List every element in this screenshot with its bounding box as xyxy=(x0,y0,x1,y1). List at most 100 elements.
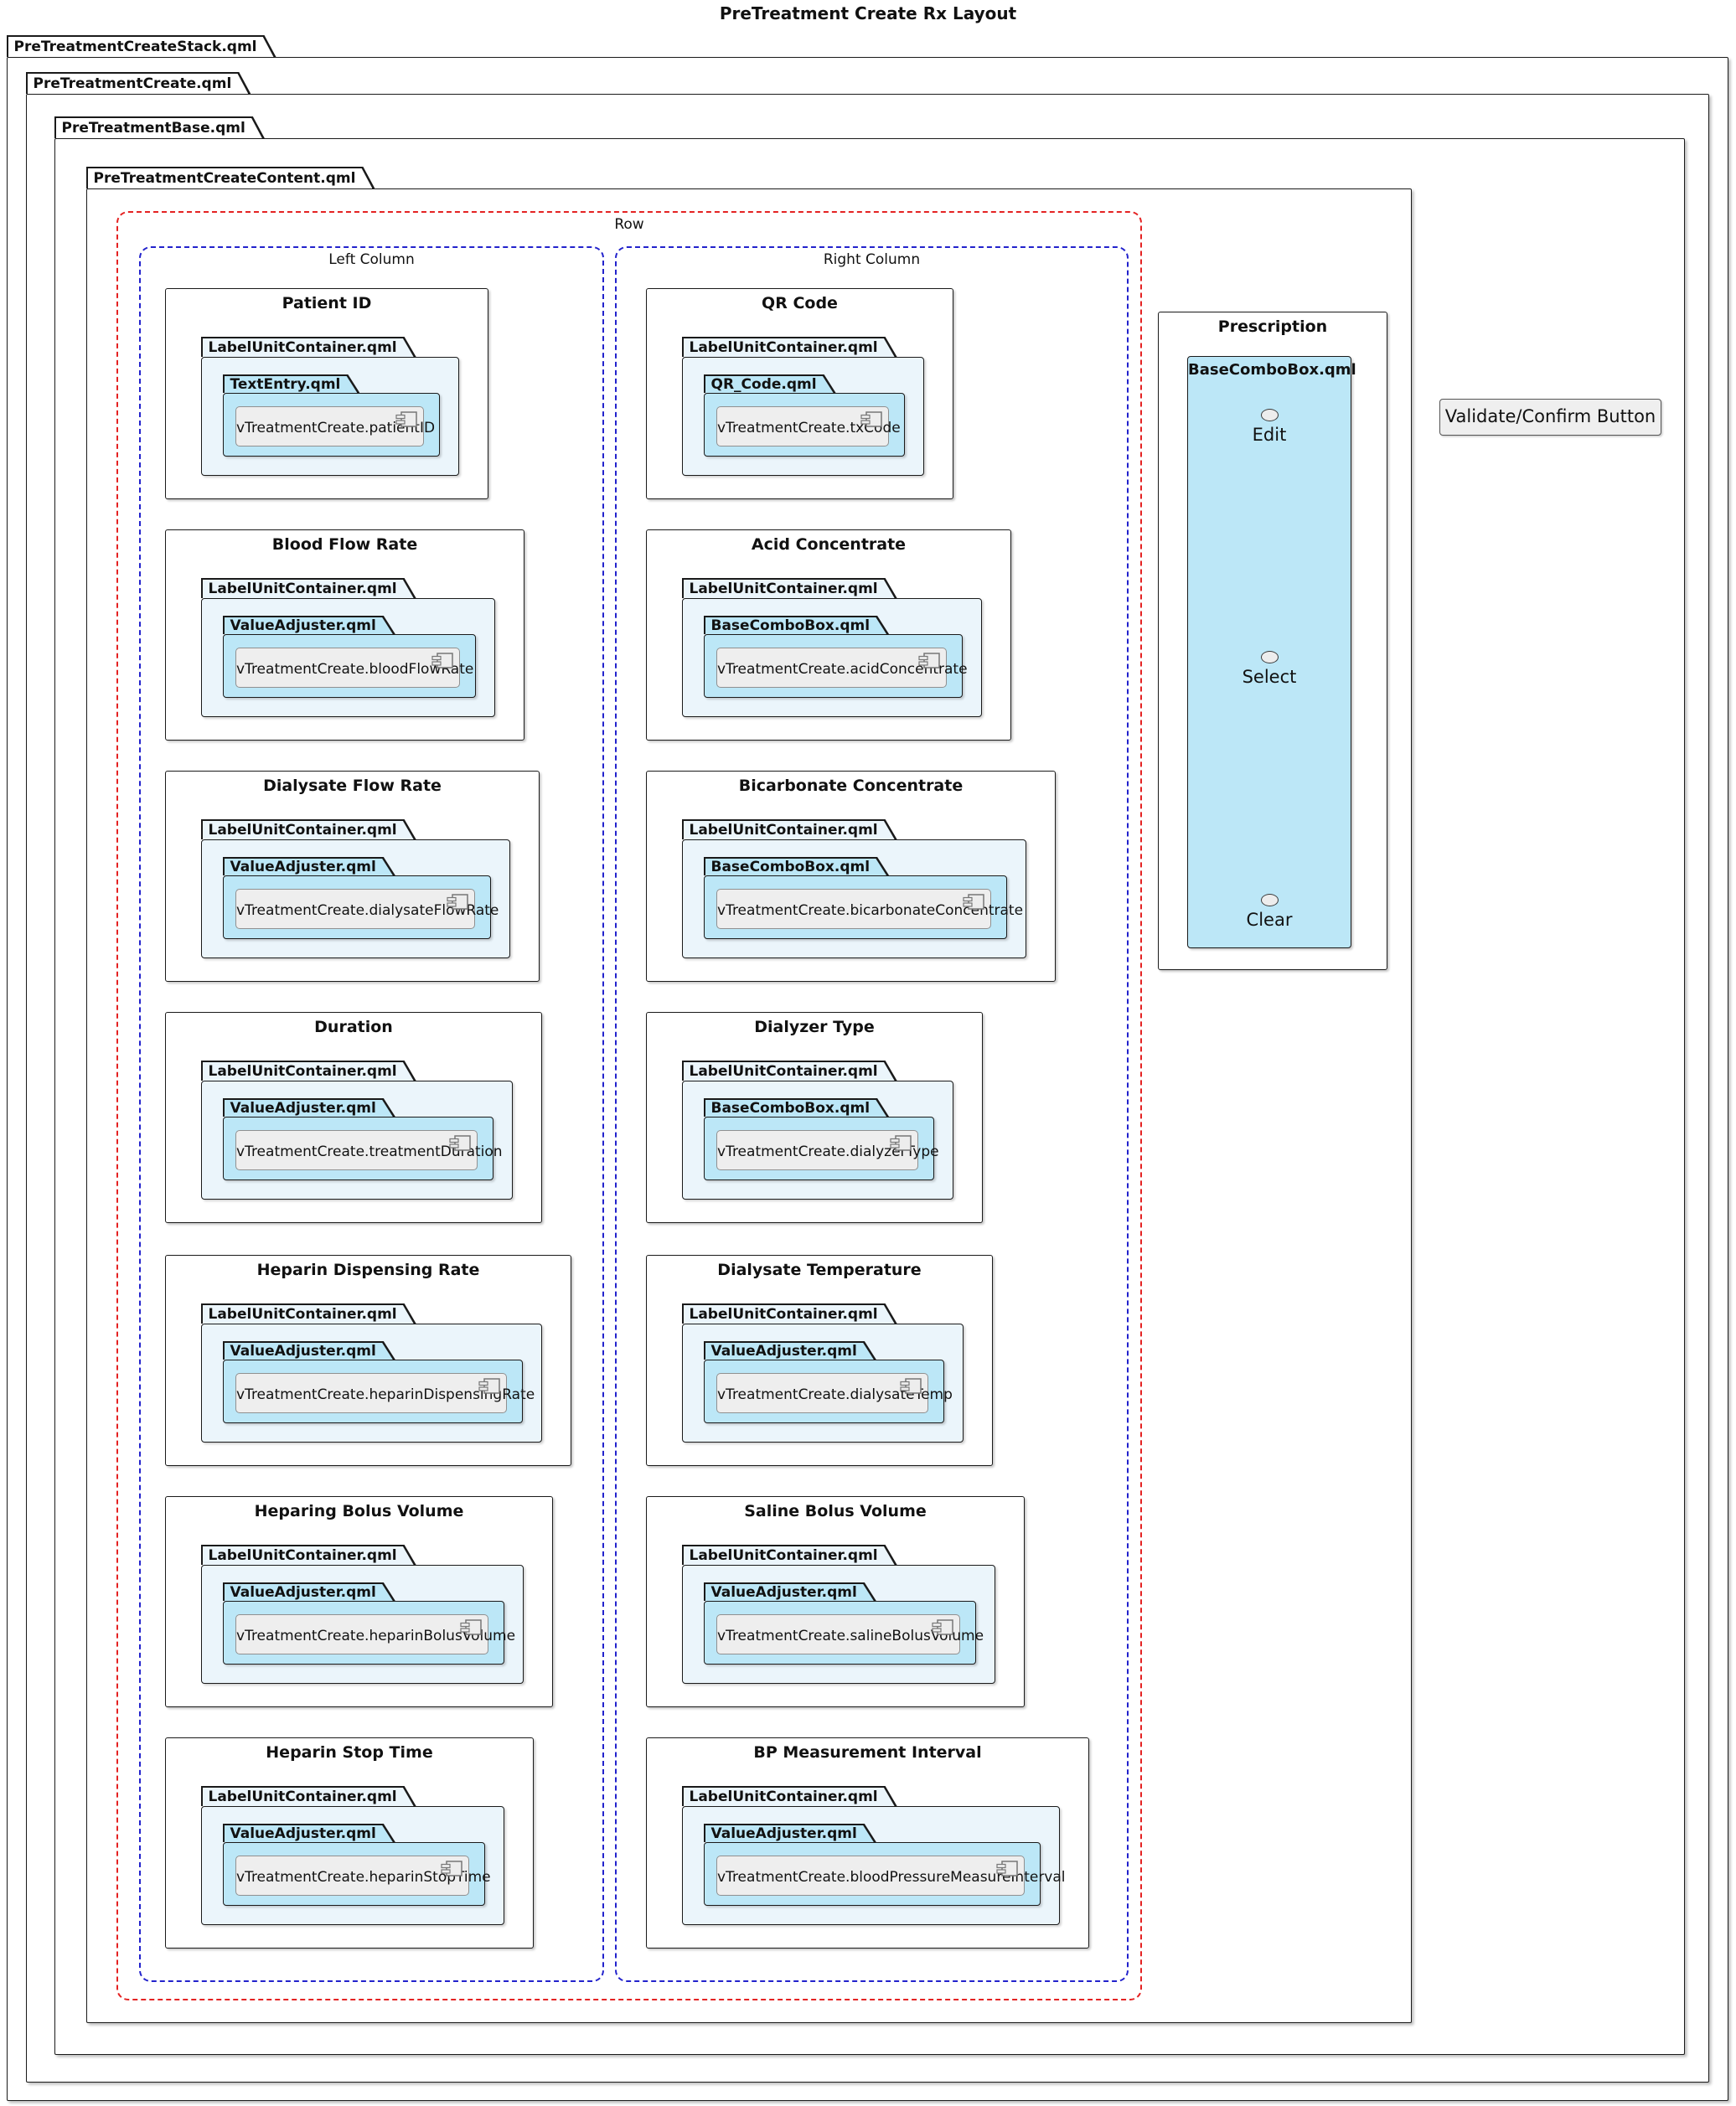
widget-body: vTreatmentCreate.bloodPressureMeasureInt… xyxy=(704,1842,1066,1906)
field-title: Bicarbonate Concentrate xyxy=(738,777,964,795)
prescription-box: Prescription BaseComboBox.qml Edit xyxy=(1158,312,1387,970)
component-box: vTreatmentCreate.acidConcentrate xyxy=(716,648,968,688)
label-unit-container-frame: LabelUnitContainer.qml ValueAdjuster.qml… xyxy=(201,819,510,958)
label-unit-container-body: BaseComboBox.qml vTreatmentCreate.dialyz… xyxy=(682,1081,953,1200)
uml-component-icon xyxy=(996,1861,1018,1876)
widget-tab: ValueAdjuster.qml xyxy=(704,1341,876,1360)
uml-component-icon xyxy=(447,894,468,910)
container-tab-label: LabelUnitContainer.qml xyxy=(203,1062,414,1081)
container-tab-label: LabelUnitContainer.qml xyxy=(203,580,414,599)
label-unit-container-frame: LabelUnitContainer.qml TextEntry.qml vTr… xyxy=(201,337,459,476)
component-label: vTreatmentCreate.dialysateFlowRate xyxy=(236,902,499,919)
component-label: vTreatmentCreate.dialyzerType xyxy=(717,1143,939,1160)
frame-pretreatment-create-content: PreTreatmentCreateContent.qml Row Left C… xyxy=(86,167,1413,2023)
widget-body: vTreatmentCreate.dialyzerType xyxy=(704,1117,939,1180)
validate-confirm-button[interactable]: Validate/Confirm Button xyxy=(1439,399,1661,436)
uml-component-icon xyxy=(460,1619,482,1635)
container-tab-label: LabelUnitContainer.qml xyxy=(203,821,414,840)
container-tab: LabelUnitContainer.qml xyxy=(682,819,897,839)
component-box: vTreatmentCreate.dialysateFlowRate xyxy=(235,889,499,929)
component-box: vTreatmentCreate.bloodFlowRate xyxy=(235,648,473,688)
label-unit-container-frame: LabelUnitContainer.qml ValueAdjuster.qml… xyxy=(201,1303,542,1443)
container-tab-label: LabelUnitContainer.qml xyxy=(684,821,895,840)
label-unit-container-body: ValueAdjuster.qml vTreatmentCreate.hepar… xyxy=(201,1806,504,1925)
component-box: vTreatmentCreate.heparinDispensingRate xyxy=(235,1373,535,1413)
label-unit-container-body: ValueAdjuster.qml vTreatmentCreate.hepar… xyxy=(201,1565,524,1684)
frame-tab: PreTreatmentCreateStack.qml xyxy=(7,35,276,57)
label-unit-container-frame: LabelUnitContainer.qml ValueAdjuster.qml… xyxy=(201,1061,513,1200)
container-tab-label: LabelUnitContainer.qml xyxy=(684,1546,895,1566)
uml-component-icon xyxy=(395,411,417,427)
state-label: Clear xyxy=(1246,910,1293,930)
field-title: Duration xyxy=(314,1018,393,1036)
widget-tab-label: ValueAdjuster.qml xyxy=(705,1584,874,1602)
container-tab-label: LabelUnitContainer.qml xyxy=(203,1788,414,1807)
component-box: vTreatmentCreate.patientID xyxy=(235,406,435,446)
component-label: vTreatmentCreate.bicarbonateConcentrate xyxy=(717,902,1024,919)
widget-tab: QR_Code.qml xyxy=(704,374,836,393)
widget-tab-label: BaseComboBox.qml xyxy=(705,859,887,876)
component-box: vTreatmentCreate.dialysateTemp xyxy=(716,1373,953,1413)
widget-tab: ValueAdjuster.qml xyxy=(223,1582,395,1601)
widget-tab-label: ValueAdjuster.qml xyxy=(225,1100,393,1118)
widget-frame: ValueAdjuster.qml vTreatmentCreate.blood… xyxy=(704,1824,1066,1906)
widget-tab: BaseComboBox.qml xyxy=(704,857,889,875)
field-title: Dialysate Temperature xyxy=(717,1261,922,1279)
label-unit-container-body: ValueAdjuster.qml vTreatmentCreate.dialy… xyxy=(682,1324,964,1443)
widget-frame: ValueAdjuster.qml vTreatmentCreate.dialy… xyxy=(704,1341,953,1423)
label-unit-container-frame: LabelUnitContainer.qml ValueAdjuster.qml… xyxy=(682,1545,995,1684)
field-title: Patient ID xyxy=(282,294,372,312)
field-group: Duration LabelUnitContainer.qml ValueAdj… xyxy=(165,1012,542,1223)
label-unit-container-frame: LabelUnitContainer.qml ValueAdjuster.qml… xyxy=(201,578,495,717)
label-unit-container-frame: LabelUnitContainer.qml BaseComboBox.qml … xyxy=(682,1061,953,1200)
widget-body: vTreatmentCreate.dialysateFlowRate xyxy=(223,875,499,939)
field-title: Dialyzer Type xyxy=(754,1018,875,1036)
field-group: BP Measurement Interval LabelUnitContain… xyxy=(646,1737,1089,1949)
component-box: vTreatmentCreate.treatmentDuration xyxy=(235,1130,503,1170)
widget-tab-label: TextEntry.qml xyxy=(225,376,358,394)
container-tab: LabelUnitContainer.qml xyxy=(201,1545,416,1565)
label-unit-container-body: BaseComboBox.qml vTreatmentCreate.acidCo… xyxy=(682,598,982,717)
uml-component-icon xyxy=(478,1378,500,1394)
widget-frame: ValueAdjuster.qml vTreatmentCreate.dialy… xyxy=(223,857,499,939)
label-unit-container-frame: LabelUnitContainer.qml ValueAdjuster.qml… xyxy=(201,1545,524,1684)
state-label: Edit xyxy=(1252,425,1287,445)
container-tab-label: LabelUnitContainer.qml xyxy=(203,338,414,358)
widget-frame: BaseComboBox.qml vTreatmentCreate.bicarb… xyxy=(704,857,1024,939)
container-tab: LabelUnitContainer.qml xyxy=(682,1061,897,1081)
widget-tab: TextEntry.qml xyxy=(223,374,359,393)
widget-frame: ValueAdjuster.qml vTreatmentCreate.salin… xyxy=(704,1582,984,1665)
widget-body: vTreatmentCreate.bloodFlowRate xyxy=(223,634,476,698)
field-group: Saline Bolus Volume LabelUnitContainer.q… xyxy=(646,1496,1025,1707)
right-column-label: Right Column xyxy=(823,251,921,268)
component-label: vTreatmentCreate.heparinDispensingRate xyxy=(236,1386,535,1403)
container-tab: LabelUnitContainer.qml xyxy=(201,578,416,598)
uml-component-icon xyxy=(963,894,984,910)
uml-component-icon xyxy=(900,1378,922,1394)
label-unit-container-frame: LabelUnitContainer.qml ValueAdjuster.qml… xyxy=(682,1786,1066,1925)
field-group: Acid Concentrate LabelUnitContainer.qml … xyxy=(646,529,1011,741)
widget-tab: ValueAdjuster.qml xyxy=(704,1582,876,1601)
widget-body: vTreatmentCreate.patientID xyxy=(223,393,440,457)
widget-frame: ValueAdjuster.qml vTreatmentCreate.hepar… xyxy=(223,1824,491,1906)
container-tab-label: LabelUnitContainer.qml xyxy=(684,580,895,599)
widget-frame: ValueAdjuster.qml vTreatmentCreate.blood… xyxy=(223,616,476,698)
field-group: Blood Flow Rate LabelUnitContainer.qml V… xyxy=(165,529,524,741)
component-box: vTreatmentCreate.dialyzerType xyxy=(716,1130,939,1170)
container-tab-label: LabelUnitContainer.qml xyxy=(684,338,895,358)
container-tab: LabelUnitContainer.qml xyxy=(201,1061,416,1081)
widget-body: vTreatmentCreate.treatmentDuration xyxy=(223,1117,503,1180)
field-title: Saline Bolus Volume xyxy=(744,1502,927,1520)
label-unit-container-body: QR_Code.qml vTreatmentCreate.txCode xyxy=(682,357,924,476)
frame-tab-label: PreTreatmentCreateStack.qml xyxy=(8,37,274,58)
container-tab: LabelUnitContainer.qml xyxy=(201,1786,416,1806)
widget-tab-label: ValueAdjuster.qml xyxy=(225,1825,393,1843)
widget-tab: BaseComboBox.qml xyxy=(704,616,889,634)
widget-tab: ValueAdjuster.qml xyxy=(223,1824,395,1842)
label-unit-container-frame: LabelUnitContainer.qml BaseComboBox.qml … xyxy=(682,819,1026,958)
uml-component-icon xyxy=(449,1135,471,1151)
row-region: Row Left Column Patient ID LabelUnitCont… xyxy=(116,211,1142,2000)
widget-tab-label: ValueAdjuster.qml xyxy=(225,859,393,876)
frame-pretreatment-base: PreTreatmentBase.qml PreTreatmentCreateC… xyxy=(54,116,1686,2055)
